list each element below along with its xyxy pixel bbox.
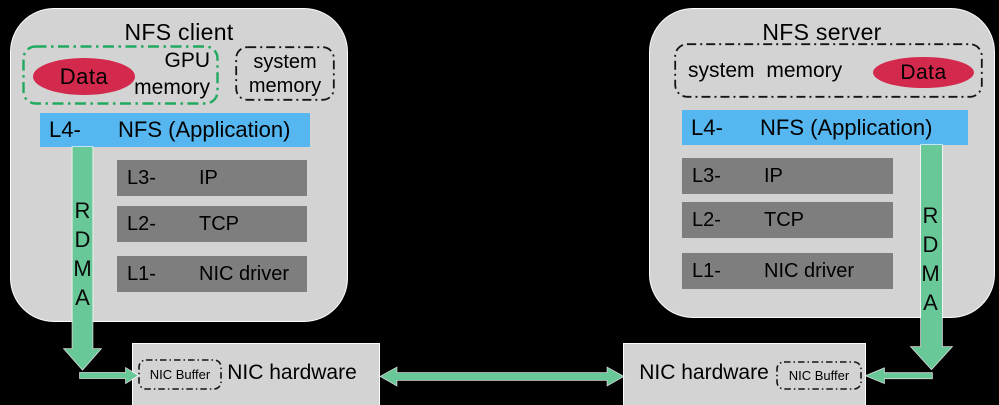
layer-id: L2- [127,213,156,235]
layer-name: IP [199,167,218,189]
layer-name: IP [764,165,783,187]
layer-l1-server: L1- NIC driver [682,253,893,289]
layer-l4-client: L4- NFS (Application) [40,113,310,147]
layer-name: NIC driver [199,263,290,285]
system-memory-label-line1: system [253,51,317,73]
layer-id: L3- [692,165,721,187]
layer-id: L3- [127,167,156,189]
rdma-label-server: R D M A [917,201,944,317]
nic-buffer-dashdot-border-right [776,361,862,390]
arrow-to-nic-buffer-server [864,367,933,385]
layer-l4-server: L4- NFS (Application) [682,110,968,145]
rdma-label-client: R D M A [69,196,96,312]
data-label-server: Data [900,60,947,84]
layer-id: L4- [49,117,81,142]
data-ellipse-client: Data [33,58,135,95]
rdma-letter: D [74,227,91,252]
layer-id: L1- [127,263,156,285]
layer-name: TCP [199,213,239,235]
nic-hardware-label-right: NIC hardware [639,361,769,384]
data-label-client: Data [59,63,109,89]
layer-name: NFS (Application) [760,115,933,140]
layer-l1-client: L1- NIC driver [117,256,307,292]
layer-name: NIC driver [764,260,855,282]
rdma-letter: D [922,232,939,257]
gpu-memory-dashdot-border [22,45,219,105]
nic-buffer-label-left: NIC Buffer [149,367,211,382]
gpu-memory-box: Data GPU memory [22,45,219,105]
system-memory-label-client: system memory [235,50,335,98]
rdma-letter: R [922,203,939,228]
system-memory-dashdot-border-server [674,43,983,98]
layer-l2-client: L2- TCP [117,206,307,242]
layer-l2-server: L2- TCP [682,202,893,238]
layer-l3-server: L3- IP [682,158,893,194]
nic-buffer-dashdot-border-left [138,359,222,390]
arrow-to-nic-buffer-client [79,366,140,385]
layer-id: L2- [692,209,721,231]
nic-hardware-label-left: NIC hardware [227,361,357,384]
data-ellipse-server: Data [873,57,974,88]
rdma-letter: R [74,198,91,223]
layer-name: TCP [764,209,804,231]
rdma-letter: M [73,256,92,281]
nic-hardware-box-left [132,343,380,405]
gpu-memory-label: GPU memory [134,47,210,101]
nic-buffer-box-right: NIC Buffer [776,361,862,390]
system-memory-box-client: system memory [235,46,335,101]
layer-l3-client: L3- IP [117,160,307,196]
nfs-client-title: NFS client [124,19,234,45]
nic-hardware-box-right [623,343,866,405]
system-memory-label-line2: memory [248,75,322,97]
system-memory-dashdot-border-client [235,46,335,101]
gpu-memory-label-line1: GPU [164,49,210,72]
rdma-letter: M [921,261,940,286]
system-memory-label-server: system memory [688,59,843,82]
layer-id: L4- [691,115,723,140]
rdma-letter: A [75,285,90,310]
nic-buffer-box-left: NIC Buffer [138,359,222,390]
rdma-letter: A [923,290,938,315]
layer-name: NFS (Application) [118,117,291,142]
nic-link-double-arrow [379,366,625,387]
nic-buffer-label-right: NIC Buffer [788,368,850,383]
gpu-memory-label-line2: memory [134,76,210,99]
system-memory-box-server: system memory Data [674,43,983,98]
layer-id: L1- [692,260,721,282]
nfs-server-title: NFS server [762,19,882,45]
